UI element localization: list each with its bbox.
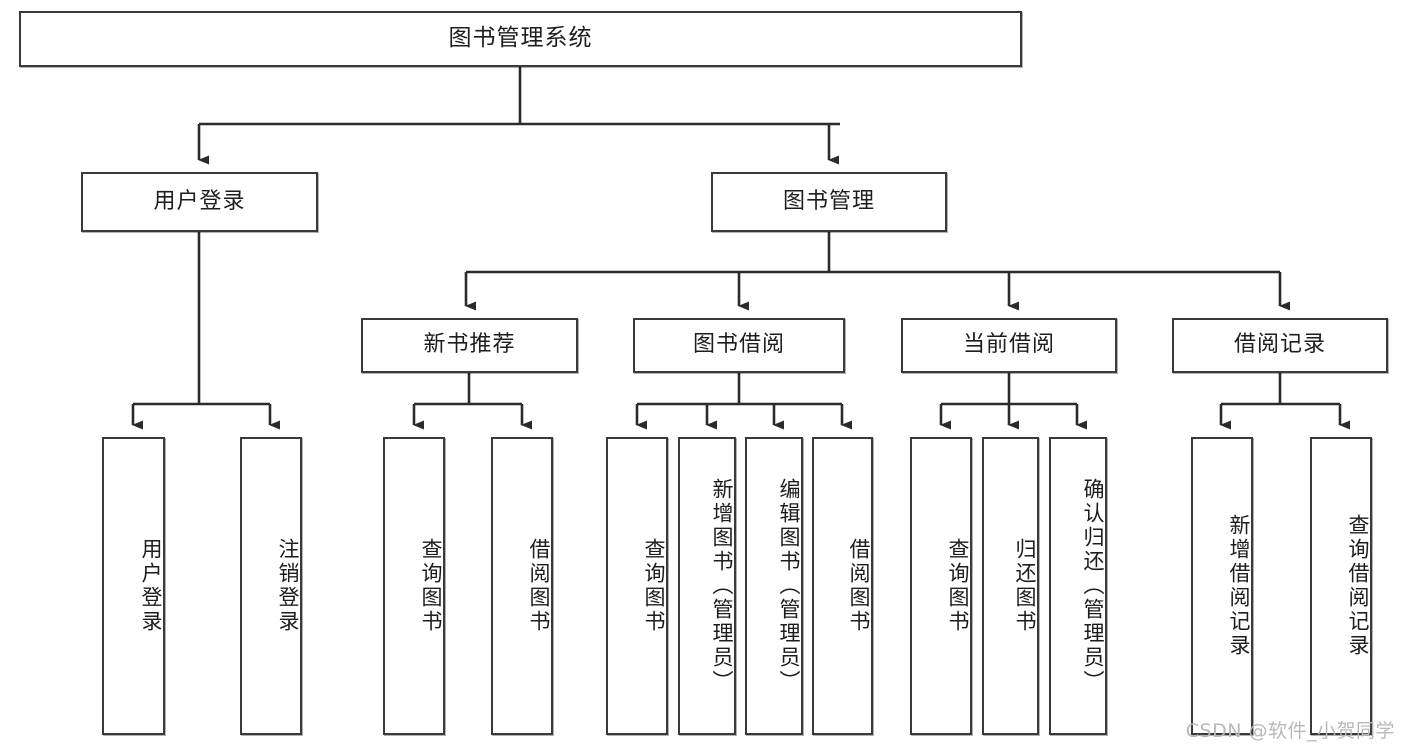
node-borrow-record[interactable]: 借阅记录 (1172, 318, 1388, 373)
leaf-borrow-record-query[interactable]: 查询借阅记录 (1310, 437, 1372, 735)
node-new-book-recommend[interactable]: 新书推荐 (361, 318, 578, 373)
leaf-user-login-login[interactable]: 用户登录 (102, 437, 165, 735)
node-current-borrow[interactable]: 当前借阅 (901, 318, 1117, 373)
leaf-new-book-query[interactable]: 查询图书 (383, 437, 445, 735)
node-book-management[interactable]: 图书管理 (711, 172, 947, 232)
leaf-current-borrow-confirm-admin[interactable]: 确认归还（管理员） (1049, 437, 1107, 735)
leaf-current-borrow-query[interactable]: 查询图书 (910, 437, 972, 735)
node-root-system[interactable]: 图书管理系统 (19, 11, 1022, 67)
leaf-book-borrow-add-admin[interactable]: 新增图书（管理员） (678, 437, 736, 735)
leaf-user-login-logout[interactable]: 注销登录 (240, 437, 302, 735)
leaf-book-borrow-query[interactable]: 查询图书 (606, 437, 668, 735)
leaf-book-borrow-edit-admin[interactable]: 编辑图书（管理员） (745, 437, 803, 735)
node-book-borrow[interactable]: 图书借阅 (633, 318, 845, 373)
leaf-borrow-record-add[interactable]: 新增借阅记录 (1191, 437, 1253, 735)
leaf-book-borrow-borrow[interactable]: 借阅图书 (812, 437, 873, 735)
leaf-new-book-borrow[interactable]: 借阅图书 (491, 437, 553, 735)
leaf-current-borrow-return[interactable]: 归还图书 (982, 437, 1039, 735)
node-user-login[interactable]: 用户登录 (81, 172, 318, 232)
